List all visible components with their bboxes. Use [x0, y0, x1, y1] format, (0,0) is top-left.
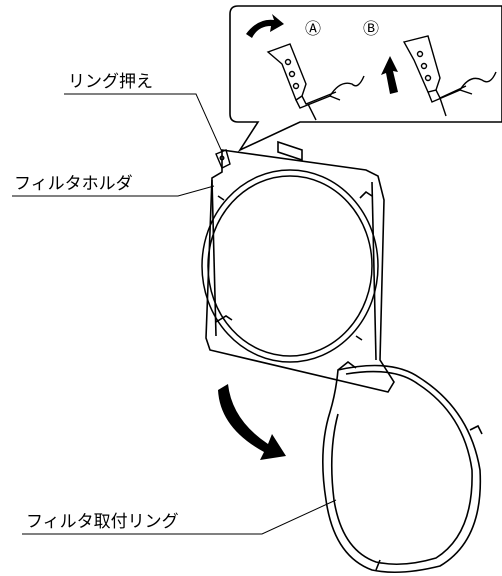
filter-holder-label: フィルタホルダ — [14, 174, 133, 194]
filter-ring-label: フィルタ取付リング — [26, 512, 179, 532]
filter-holder-plate — [205, 140, 395, 393]
callout-b-marker: Ⓑ — [362, 19, 379, 38]
ring-retainer-clip — [215, 149, 231, 169]
latch-detail-b — [402, 35, 497, 117]
detail-callout-box — [229, 5, 502, 152]
ring-retainer-label: リング押え — [68, 72, 153, 92]
rotate-arrow-icon — [246, 14, 284, 38]
up-arrow-icon — [381, 56, 398, 94]
curved-arrow-icon — [218, 384, 286, 460]
leader-lines — [12, 93, 337, 535]
callout-a-marker: Ⓐ — [304, 19, 321, 38]
latch-detail-a — [266, 43, 365, 121]
filter-mounting-ring — [322, 360, 483, 574]
mounted-ring — [201, 169, 379, 363]
